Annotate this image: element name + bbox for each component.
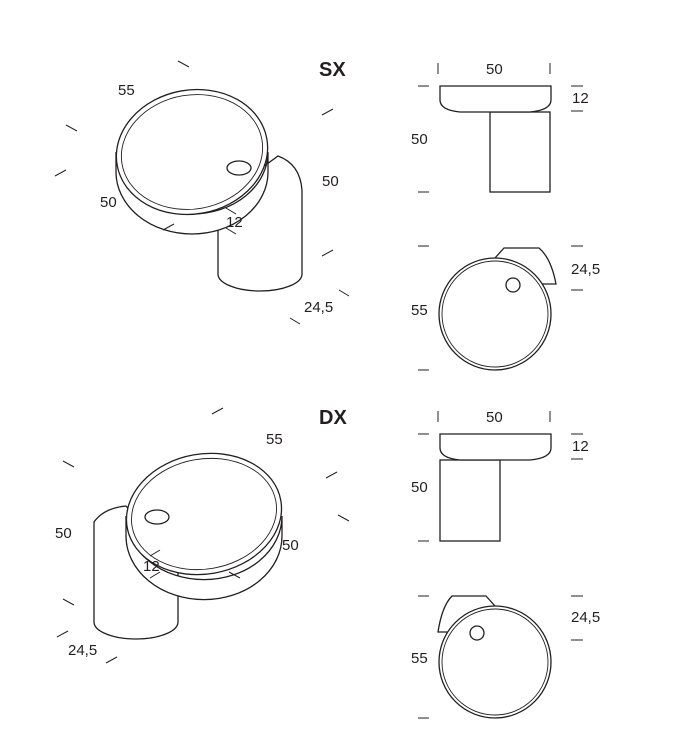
sx-side-width: 50: [486, 61, 503, 78]
dimension-tick: [321, 249, 334, 257]
dimension-tick: [321, 108, 334, 116]
dimension-tick: [105, 656, 118, 664]
dx-basin-top: [125, 452, 283, 576]
dx-top-basin-inner: [441, 608, 549, 716]
dimension-tick: [162, 223, 175, 231]
dimension-tick: [325, 471, 338, 479]
dx-side-view: 50 50 12: [411, 409, 589, 542]
dimension-tick: [289, 317, 301, 325]
dx-iso-pedestal: 24,5: [68, 642, 97, 659]
dimension-tick: [225, 227, 237, 235]
sx-top-view: 55 24,5: [411, 245, 600, 371]
sx-top-pedestal-dim: 24,5: [571, 261, 600, 278]
dx-drain: [144, 509, 170, 525]
sx-basin-top: [115, 88, 269, 216]
dimension-tick: [62, 460, 75, 468]
dimension-tick: [177, 60, 190, 68]
sx-top-diameter: 55: [411, 302, 428, 319]
dimension-tick: [149, 571, 161, 579]
dimension-tick: [65, 124, 78, 132]
dx-top-diameter: 55: [411, 650, 428, 667]
dx-top-basin: [438, 605, 552, 719]
dx-side-height: 50: [411, 479, 428, 496]
sx-top-pedestal: [493, 247, 557, 285]
sx-side-height: 50: [411, 131, 428, 148]
sx-side-basin: [439, 85, 552, 113]
dx-top-view: 55 24,5: [411, 595, 600, 719]
dx-iso-depth: 55: [266, 431, 283, 448]
dx-top-drain: [469, 625, 485, 641]
sx-iso-height: 50: [322, 173, 339, 190]
dimension-tick: [228, 571, 241, 579]
dx-iso-width: 50: [282, 537, 299, 554]
dx-basin-inner: [131, 457, 277, 571]
sx-iso-pedestal: 24,5: [304, 299, 333, 316]
dimension-tick: [62, 598, 75, 606]
dimension-tick: [225, 207, 237, 215]
dx-isometric-view: 55 50 50 12 24,5: [55, 407, 350, 664]
sx-iso-width: 50: [100, 194, 117, 211]
dimension-tick: [338, 289, 350, 297]
sx-drain: [226, 160, 252, 176]
sx-top-drain: [505, 277, 521, 293]
dimension-tick: [211, 407, 224, 415]
sx-side-rim: 12: [572, 90, 589, 107]
sx-side-pedestal: [489, 111, 551, 193]
dimension-tick: [56, 630, 69, 638]
sx-section: SX 55 50 50 12 24,5: [54, 59, 600, 371]
sx-iso-depth: 55: [118, 82, 135, 99]
dx-basin-rim: [125, 515, 283, 601]
sx-isometric-view: 55 50 50 12 24,5: [54, 60, 350, 325]
dx-side-basin: [439, 433, 552, 461]
dimension-tick: [337, 514, 350, 522]
dx-side-width: 50: [486, 409, 503, 426]
dx-top-pedestal-dim: 24,5: [571, 609, 600, 626]
dimension-tick: [149, 549, 161, 557]
sx-title: SX: [319, 59, 346, 81]
dx-iso-height: 50: [55, 525, 72, 542]
dimension-tick: [54, 169, 67, 177]
dx-section: DX 55 50 50 12 24,5: [55, 407, 600, 719]
sx-iso-rim: 12: [226, 214, 243, 231]
dx-side-rim: 12: [572, 438, 589, 455]
dx-side-pedestal: [439, 459, 501, 542]
sx-top-basin: [438, 257, 552, 371]
dx-pedestal: [93, 505, 179, 640]
dx-iso-rim: 12: [143, 558, 160, 575]
sx-basin-inner: [120, 94, 264, 210]
sx-side-view: 50 50 12: [411, 61, 589, 193]
sx-top-basin-inner: [441, 260, 549, 368]
dx-title: DX: [319, 407, 347, 429]
